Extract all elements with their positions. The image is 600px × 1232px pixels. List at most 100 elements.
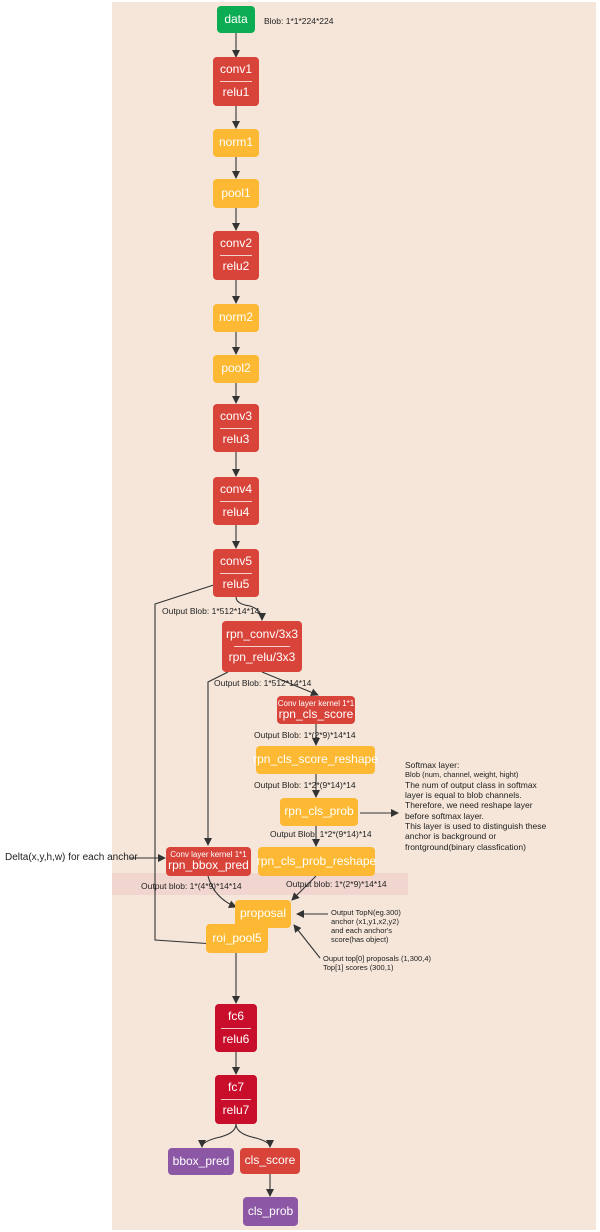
node-bbox-pred: bbox_pred <box>168 1148 234 1175</box>
softmax-note-line: This layer is used to distinguish these <box>405 820 547 831</box>
node-proposal-label: proposal <box>239 906 287 921</box>
bbox-pred-output-label: Output blob: 1*(4*9)*14*14 <box>141 881 242 891</box>
cls-score-output-label: Output Blob: 1*(2*9)*14*14 <box>254 730 356 740</box>
edge-rpn-relu-bbox-pred <box>204 671 229 846</box>
output-blob-band <box>112 873 408 895</box>
node-relu4-label: relu4 <box>222 504 250 519</box>
softmax-note-line: Therefore, we need reshape layer <box>405 800 533 811</box>
delta-annotation: Delta(x,y,h,w) for each anchor <box>5 852 138 863</box>
conv5-output-label: Output Blob: 1*512*14*14 <box>162 606 260 616</box>
node-norm2-label: norm2 <box>218 310 253 325</box>
edge-output-note <box>293 924 321 959</box>
node-rpn-conv: rpn_conv/3x3 rpn_relu/3x3 <box>222 621 302 672</box>
node-separator <box>234 646 290 647</box>
node-pool2-label: pool2 <box>221 361 251 376</box>
node-conv3-label: conv3 <box>219 408 253 423</box>
proposal-note-line: and each anchor's <box>331 926 393 936</box>
node-rpn-conv-label: rpn_conv/3x3 <box>225 627 299 642</box>
output-note-line: Top[1] scores (300,1) <box>323 963 394 973</box>
node-data: data <box>217 6 255 33</box>
edge-bbox-pred-proposal <box>207 875 237 909</box>
node-relu3-label: relu3 <box>222 431 250 446</box>
node-separator <box>221 1027 251 1029</box>
node-roi-pool5: roi_pool5 <box>206 924 268 953</box>
softmax-note: Softmax layer: Blob (num, channel, weigh… <box>405 760 546 852</box>
node-norm1-label: norm1 <box>218 135 253 150</box>
node-conv5-label: conv5 <box>219 553 253 568</box>
node-fc7-label: fc7 <box>227 1080 244 1095</box>
node-conv4: conv4 relu4 <box>213 477 259 525</box>
node-conv2-label: conv2 <box>219 236 253 251</box>
cls-score-reshape-output-label: Output Blob: 1*2*(9*14)*14 <box>254 780 356 790</box>
node-cls-score-label: cls_score <box>244 1153 296 1168</box>
softmax-note-line: before softmax layer. <box>405 810 484 821</box>
node-fc7: fc7 relu7 <box>215 1075 257 1124</box>
proposal-note-line: Output TopN(eg.300) <box>331 908 401 917</box>
proposal-note-line: anchor (x1,y1,x2,y2) <box>331 917 399 927</box>
node-separator <box>221 1099 251 1100</box>
node-cls-prob: cls_prob <box>243 1197 298 1226</box>
softmax-note-line: Blob (num, channel, weight, hight) <box>405 770 519 780</box>
softmax-note-line: Softmax layer: <box>405 760 460 770</box>
softmax-note-line: layer is equal to blob channels. <box>405 789 522 800</box>
node-rpn-cls-score-label: rpn_cls_score <box>278 706 354 721</box>
node-separator <box>219 255 253 256</box>
node-cls-score: cls_score <box>240 1148 300 1174</box>
edge-conv5-rpn-conv <box>235 596 266 621</box>
node-bbox-pred-label: bbox_pred <box>172 1153 230 1168</box>
proposal-note: Output TopN(eg.300) anchor (x1,y1,x2,y2)… <box>331 908 401 945</box>
node-rpn-bbox-pred: Conv layer kernel 1*1 rpn_bbox_pred <box>166 847 251 876</box>
node-conv1-label: conv1 <box>219 62 253 77</box>
node-rpn-cls-score: Conv layer kernel 1*1 rpn_cls_score <box>277 696 355 724</box>
edge-prob-reshape-proposal <box>291 875 317 901</box>
softmax-note-line: The num of output class in softmax <box>405 779 537 790</box>
node-relu2-label: relu2 <box>222 259 250 273</box>
node-conv2: conv2 relu2 <box>213 231 259 280</box>
rpn-relu-output-label: Output Blob: 1*512*14*14 <box>214 678 312 688</box>
node-separator <box>219 500 253 502</box>
edge-conv5-roi-pool5 <box>154 580 227 948</box>
softmax-note-line: frontground(binary classfication) <box>405 841 526 852</box>
node-conv4-label: conv4 <box>219 481 253 496</box>
node-relu7-label: relu7 <box>222 1103 250 1117</box>
node-pool1: pool1 <box>213 179 259 208</box>
output-note-line: Ouput top[0] proposals (1,300,4) <box>323 954 431 963</box>
edge-relu7-bbox-pred <box>198 1123 237 1148</box>
proposal-note-line: score(has object) <box>331 935 389 945</box>
node-rpn-relu-label: rpn_relu/3x3 <box>228 650 296 664</box>
node-cls-prob-label: cls_prob <box>247 1203 294 1218</box>
output-note: Ouput top[0] proposals (1,300,4) Top[1] … <box>323 954 431 972</box>
edge-rpn-relu-cls-score <box>261 671 319 697</box>
node-rpn-cls-prob-reshape: rpn_cls_prob_reshape <box>256 847 377 876</box>
blob-input-label: Blob: 1*1*224*224 <box>264 16 334 26</box>
node-roi-pool5-label: roi_pool5 <box>212 930 262 945</box>
node-pool1-label: pool1 <box>221 185 251 200</box>
softmax-note-line: anchor is background or <box>405 831 497 842</box>
node-rpn-cls-score-reshape: rpn_cls_score_reshape <box>253 746 378 774</box>
node-rpn-cls-prob-label: rpn_cls_prob <box>284 804 354 819</box>
node-separator <box>219 572 253 574</box>
node-relu6-label: relu6 <box>222 1031 250 1046</box>
node-conv3: conv3 relu3 <box>213 404 259 452</box>
node-norm1: norm1 <box>213 129 259 157</box>
node-relu1-label: relu1 <box>222 85 250 99</box>
edge-relu7-cls-score <box>235 1123 274 1148</box>
node-rpn-cls-score-reshape-label: rpn_cls_score_reshape <box>253 752 378 767</box>
node-rpn-cls-prob-reshape-label: rpn_cls_prob_reshape <box>256 853 377 868</box>
node-data-label: data <box>224 11 248 26</box>
cls-prob-output-label: Output Blob: 1*2*(9*14)*14 <box>270 829 372 839</box>
node-pool2: pool2 <box>213 355 259 383</box>
node-separator <box>219 427 253 429</box>
cls-prob-reshape-output-label: Output blob: 1*(2*9)*14*14 <box>286 879 387 889</box>
node-conv5: conv5 relu5 <box>213 549 259 597</box>
node-rpn-cls-score-sub: Conv layer kernel 1*1 <box>277 698 355 708</box>
diagram-canvas <box>112 2 596 1230</box>
node-rpn-bbox-pred-sub: Conv layer kernel 1*1 <box>170 850 247 859</box>
node-proposal: proposal <box>235 900 291 928</box>
node-rpn-bbox-pred-label: rpn_bbox_pred <box>168 858 249 873</box>
node-fc6: fc6 relu6 <box>215 1004 257 1052</box>
node-conv1: conv1 relu1 <box>213 57 259 106</box>
node-norm2: norm2 <box>213 304 259 332</box>
node-relu5-label: relu5 <box>222 576 250 591</box>
